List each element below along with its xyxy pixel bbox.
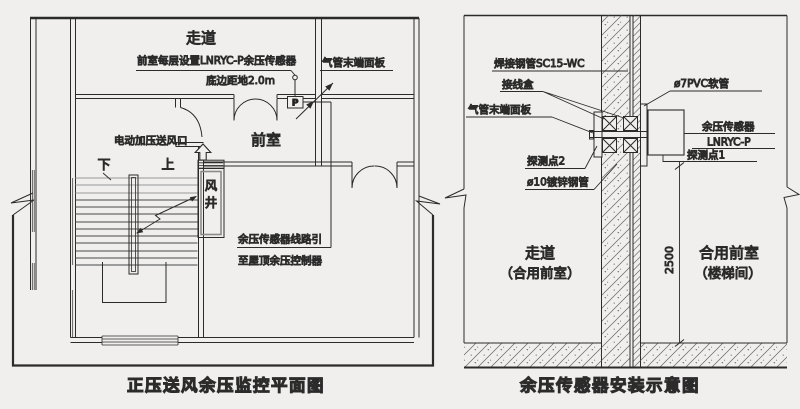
wiring-note-line1: 余压传感器线路引 [238, 233, 322, 246]
right-section-title: 余压传感器安装示意图 [519, 375, 700, 395]
galvanized-pipe-label: ø10镀锌钢管 [527, 176, 589, 189]
detect-point1-label: 探测点1 [687, 149, 725, 162]
left-plan: 走道 前室每层设置LNRYC-P余压传感器 底边距地2.0m 气管末端面板 前室… [10, 16, 441, 396]
wind-shaft [197, 168, 225, 238]
height-note-label: 底边距地2.0m [206, 74, 275, 87]
dim-2500-text: 2500 [663, 246, 676, 274]
dimension-2500: 2500 [663, 162, 685, 347]
pipe-end-panel-label: 气管末端面板 [322, 56, 385, 69]
sensor-model-label: LNRYC-P [707, 137, 751, 149]
corridor-room-label: 走道 [525, 244, 555, 262]
up-arrow-icon [193, 143, 213, 161]
stair-break-arrow [189, 196, 197, 202]
sensor-and-wiring [136, 70, 393, 248]
corridor-wall [75, 94, 414, 99]
stair-up-label: 上 [161, 158, 174, 173]
stair-break-arrow [136, 227, 144, 234]
air-tube [589, 131, 648, 138]
pressure-sensor-box [647, 109, 685, 156]
detect-point2-label: 探测点2 [527, 155, 565, 168]
supply-outlet-label: 电动加压送风口 [114, 134, 188, 147]
wind-shaft-label: 井 [205, 195, 218, 210]
floor-slab [464, 342, 787, 369]
wind-shaft-label: 风 [205, 178, 218, 193]
right-section: 2500 焊接钢管SC15-WC 接线盒 气管末端面板 探测点2 ø10镀锌钢管… [444, 14, 800, 396]
double-door-top [233, 98, 278, 121]
corridor-room-label2: （合用前室） [500, 265, 581, 282]
bottom-wall [70, 335, 414, 346]
sensor-assembly [589, 103, 757, 167]
corridor-label: 走道 [186, 29, 216, 47]
double-door-bottom [351, 165, 398, 189]
interior-walls [70, 18, 414, 338]
pipe-end-panel-label: 气管末端面板 [468, 103, 531, 116]
staircase [75, 172, 198, 303]
front-room-section-label: 合用前室 [699, 244, 759, 262]
pvc-hose-label: ø7PVC软管 [674, 77, 729, 90]
sensor-note-label: 前室每层设置LNRYC-P余压传感器 [137, 54, 297, 67]
wall-section [601, 15, 641, 368]
left-plan-title: 正压送风余压监控平面图 [127, 375, 325, 395]
supply-outlet-grille [193, 143, 225, 169]
panel-pointer-arrow [306, 101, 314, 109]
leader-lines [466, 70, 775, 190]
junction-box-label: 接线盒 [502, 78, 534, 91]
front-room-label: 前室 [251, 131, 281, 149]
wiring-note-line2: 至屋顶余压控制器 [238, 254, 322, 267]
pressure-sensor-symbol: P [292, 99, 299, 109]
embedded-junction-blocks [602, 116, 638, 153]
sensor-label: 余压传感器 [702, 120, 755, 133]
outer-walls [10, 16, 441, 367]
stair-down-label: 下 [97, 158, 110, 173]
panel-pointer-arrow [325, 83, 333, 91]
welded-pipe-label: 焊接钢管SC15-WC [494, 57, 584, 70]
wall-plate [640, 103, 648, 167]
front-room-door [180, 107, 203, 138]
front-room-section-label2: （楼梯间） [694, 266, 762, 282]
